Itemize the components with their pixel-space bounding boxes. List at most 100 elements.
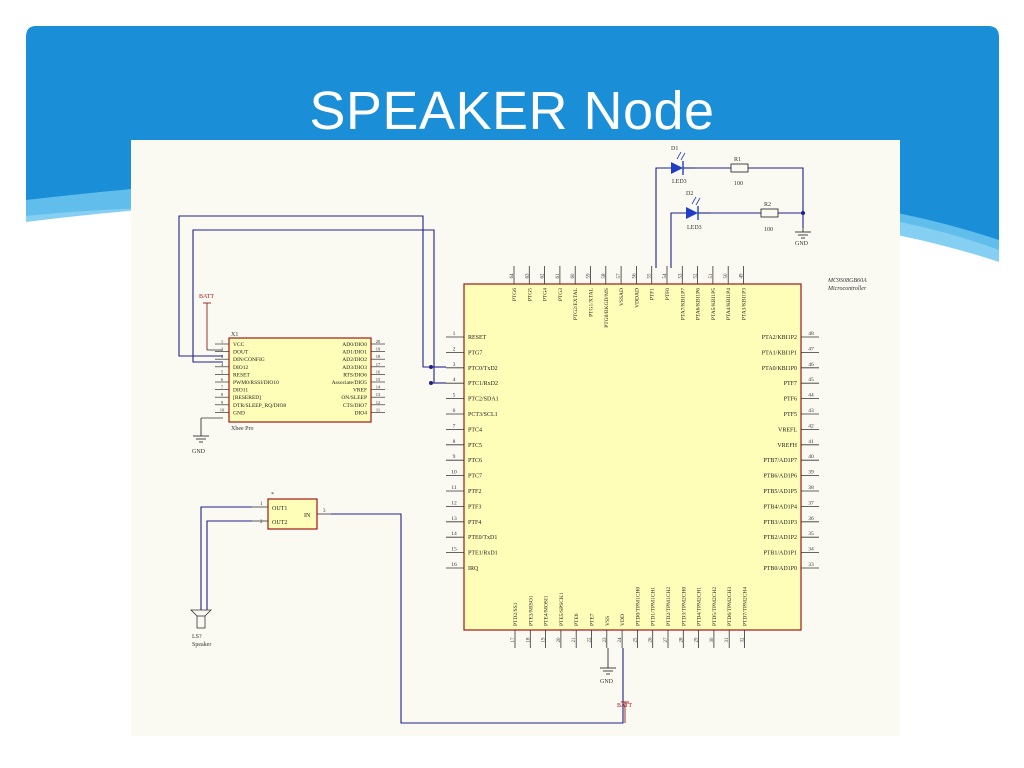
mcu-pin-number: 57 bbox=[617, 273, 622, 279]
mcu-pin-number: 15 bbox=[451, 547, 457, 553]
amplifier-in-num: 3 bbox=[323, 509, 326, 514]
mcu-pins: 1RESET2PTG73PTC0/TxD24PTC1/RxD25PTC2/SDA… bbox=[446, 266, 819, 648]
mcu-pin-label: PTF3 bbox=[468, 504, 481, 510]
xbee-pin-label: RESET bbox=[233, 372, 250, 378]
mcu-pin-number: 30 bbox=[710, 637, 715, 643]
mcu-pin-label: PTD3/TPM2CH0 bbox=[681, 587, 687, 626]
mcu-pin-label: PTD4/TPM2CH1 bbox=[697, 587, 703, 626]
mcu-pin-number: 63 bbox=[525, 273, 530, 279]
batt-symbol-mcu bbox=[621, 701, 629, 723]
mcu-pin-number: 22 bbox=[588, 637, 593, 643]
mcu-pin-number: 31 bbox=[725, 637, 730, 643]
mcu-pin-label: PTE0/TxD1 bbox=[468, 535, 497, 541]
mcu-pin-number: 53 bbox=[678, 273, 683, 279]
mcu-pin-label: PTG6 bbox=[512, 288, 518, 301]
mcu-pin-label: PTB5/AD1P5 bbox=[763, 489, 797, 495]
led-d2-symbol bbox=[686, 196, 711, 220]
mcu-pin-number: 39 bbox=[808, 470, 814, 476]
circuit-schematic: MC9S08GB60A Microcontroller 1RESET2PTG73… bbox=[131, 140, 900, 736]
xbee-pin-label: DTR/SLEEP_RQ/DIO8 bbox=[233, 403, 286, 409]
mcu-pin-number: 52 bbox=[694, 273, 699, 279]
mcu-pin-number: 50 bbox=[724, 273, 729, 279]
mcu-pin-number: 58 bbox=[602, 273, 607, 279]
mcu-pin-number: 18 bbox=[526, 637, 531, 643]
xbee-pin-label: DIN/CONFIG bbox=[233, 357, 265, 363]
ground-label-xbee: GND bbox=[192, 449, 206, 455]
amplifier-out2-num: 2 bbox=[260, 520, 263, 525]
mcu-pin-number: 5 bbox=[453, 393, 456, 399]
xbee-pin-number: 17 bbox=[376, 362, 381, 367]
mcu-pin-number: 24 bbox=[618, 637, 623, 643]
mcu-pin-label: PTB2/AD1P2 bbox=[763, 535, 797, 541]
mcu-pin-number: 41 bbox=[808, 439, 814, 445]
mcu-pin-label: PTF5 bbox=[784, 412, 797, 418]
xbee-body bbox=[228, 337, 372, 423]
mcu-pin-label: PTG2/EXTAL bbox=[573, 287, 579, 320]
xbee-pin-label: DIO4 bbox=[354, 410, 367, 416]
wire-d2 bbox=[670, 212, 686, 268]
xbee-pin-number: 4 bbox=[221, 362, 224, 367]
xbee-pin-number: 5 bbox=[221, 369, 224, 374]
mcu-pin-label: PTB1/AD1P1 bbox=[763, 551, 797, 557]
mcu-pin-number: 38 bbox=[808, 485, 814, 491]
amplifier-out2-label: OUT2 bbox=[272, 520, 287, 526]
xbee-pin-label: PWM0/RSSI/DIO10 bbox=[233, 380, 279, 386]
mcu-pin-number: 35 bbox=[808, 531, 814, 537]
xbee-pin-number: 15 bbox=[376, 377, 381, 382]
mcu-pin-label: PTE3/MISO1 bbox=[528, 595, 534, 626]
xbee-pin-label: GND bbox=[233, 410, 245, 416]
xbee-pin-number: 12 bbox=[376, 400, 381, 405]
led-d2-type: LED3 bbox=[687, 225, 702, 231]
xbee-pin-number: 14 bbox=[376, 385, 381, 390]
mcu-part-number: MC9S08GB60A bbox=[827, 278, 867, 284]
mcu-pin-number: 48 bbox=[808, 331, 814, 337]
mcu-pin-number: 13 bbox=[451, 516, 457, 522]
mcu-pin-number: 3 bbox=[453, 362, 456, 368]
mcu-pin-label: PTB7/AD1P7 bbox=[763, 458, 797, 464]
mcu-pin-number: 7 bbox=[453, 423, 456, 429]
mcu-pin-number: 64 bbox=[510, 273, 515, 279]
mcu-pin-label: PTA3/KBI1P3 bbox=[742, 288, 748, 321]
mcu-pin-number: 44 bbox=[808, 393, 814, 399]
mcu-pin-label: VDD bbox=[620, 614, 626, 626]
mcu-pin-number: 2 bbox=[453, 346, 456, 352]
xbee-pin-number: 13 bbox=[376, 392, 381, 397]
amplifier-in-label: IN bbox=[304, 513, 311, 519]
mcu-pin-number: 62 bbox=[541, 273, 546, 279]
resistor-r1-ref: R1 bbox=[734, 157, 741, 163]
xbee-ref: X1 bbox=[231, 332, 238, 338]
mcu-pin-number: 20 bbox=[557, 637, 562, 643]
mcu-pin-number: 43 bbox=[808, 408, 814, 414]
xbee-pin-number: 18 bbox=[376, 354, 381, 359]
xbee-pin-label: VREF bbox=[353, 388, 367, 394]
mcu-pin-label: VSS bbox=[605, 616, 611, 626]
resistor-r1 bbox=[730, 163, 749, 173]
wire-xbee-dout-to-ptc0 bbox=[178, 215, 431, 368]
xbee-pin-label: DOUT bbox=[233, 350, 249, 356]
mcu-pin-label: PTA4/KBI1P4 bbox=[726, 288, 732, 321]
mcu-pin-number: 45 bbox=[808, 377, 814, 383]
mcu-pin-label: PCT3/SCL1 bbox=[468, 412, 498, 418]
xbee-pin-number: 1 bbox=[221, 339, 223, 344]
mcu-pin-label: PTA7/KBI1P7 bbox=[680, 288, 686, 321]
mcu-pin-label: PTG4 bbox=[543, 288, 549, 301]
xbee-pin-label: DIO12 bbox=[233, 365, 249, 371]
xbee-pin-number: 2 bbox=[221, 347, 223, 352]
mcu-pin-label: PTC4 bbox=[468, 427, 482, 433]
led-d1-ref: D1 bbox=[671, 146, 678, 152]
mcu-description: Microcontroller bbox=[827, 286, 867, 292]
mcu-pin-number: 21 bbox=[572, 637, 577, 643]
mcu-pin-label: PTA2/KBI1P2 bbox=[762, 335, 797, 341]
batt-symbol-xbee bbox=[203, 302, 211, 350]
xbee-pin-number: 10 bbox=[220, 407, 225, 412]
mcu-pin-label: PTD2/TPM1CH2 bbox=[666, 587, 672, 626]
mcu-pin-label: PTC6 bbox=[468, 458, 482, 464]
mcu-pin-label: PTA1/KBI1P1 bbox=[762, 350, 797, 356]
mcu-pin-label: PTE1/RxD1 bbox=[468, 551, 498, 557]
mcu-pin-number: 14 bbox=[451, 531, 457, 537]
mcu-pin-number: 26 bbox=[649, 637, 654, 643]
resistor-r2 bbox=[760, 208, 779, 218]
wires bbox=[178, 167, 804, 724]
mcu-pin-number: 60 bbox=[571, 273, 576, 279]
mcu-pin-number: 55 bbox=[648, 273, 653, 279]
